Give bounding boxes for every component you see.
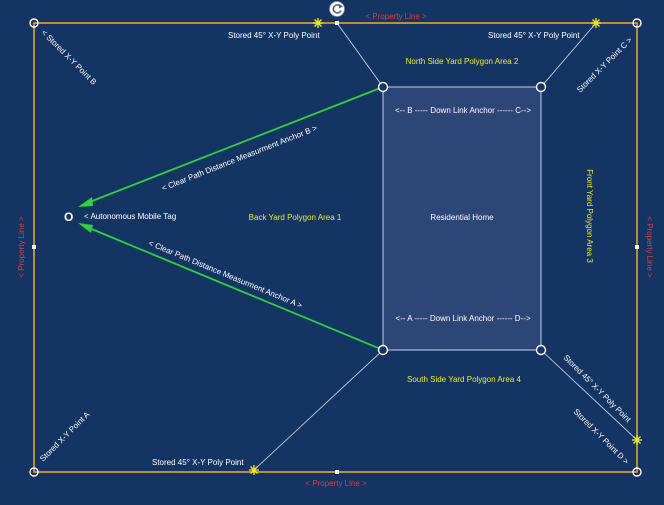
corner-marker-b[interactable] — [29, 18, 39, 28]
north-west-poly-edge — [336, 22, 384, 88]
south-east-poly-edge — [540, 349, 638, 441]
property-line-label-right: < Property Line > — [645, 216, 654, 278]
property-line-label-bottom: < Property Line > — [305, 479, 367, 488]
anchor-marker-d[interactable] — [535, 344, 547, 356]
bottom-edge-handle[interactable] — [335, 470, 339, 474]
rotate-icon[interactable] — [329, 1, 345, 17]
anchor-marker-b[interactable] — [377, 81, 389, 93]
property-line-label-left: < Property Line > — [17, 216, 26, 278]
arrowhead-b — [78, 197, 93, 207]
south-west-poly-edge — [253, 349, 384, 471]
stored-poly-label-top-right: Stored 45° X-Y Poly Point — [488, 31, 580, 40]
back-area-label: Back Yard Polygon Area 1 — [249, 213, 342, 222]
down-link-label-top: <-- B ----- Down Link Anchor ------ C--> — [395, 106, 531, 115]
mobile-tag-label: < Autonomous Mobile Tag — [84, 212, 176, 221]
residential-home-label: Residential Home — [430, 213, 494, 222]
corner-marker-d[interactable] — [632, 467, 642, 477]
clear-path-line-b — [81, 86, 384, 206]
stored-poly-label-top-left: Stored 45° X-Y Poly Point — [228, 31, 320, 40]
asterisk-icon[interactable] — [313, 18, 323, 28]
front-area-label: Front Yard Polygon Area 3 — [585, 169, 594, 263]
anchor-marker-a[interactable] — [377, 344, 389, 356]
mobile-tag-symbol[interactable]: O — [64, 210, 73, 224]
down-link-label-bottom: <-- A ----- Down Link Anchor ------ D--> — [395, 314, 530, 323]
left-edge-handle[interactable] — [32, 245, 36, 249]
arrowhead-a — [78, 223, 93, 233]
property-line-label-top: < Property Line > — [365, 12, 427, 21]
asterisk-icon[interactable] — [591, 18, 601, 28]
residential-home-outline — [382, 86, 542, 351]
stored-poly-label-bottom-left: Stored 45° X-Y Poly Point — [152, 458, 244, 467]
corner-marker-a[interactable] — [29, 467, 39, 477]
north-area-label: North Side Yard Polygon Area 2 — [406, 57, 519, 66]
corner-marker-c[interactable] — [632, 18, 642, 28]
asterisk-icon[interactable] — [249, 465, 259, 475]
top-edge-handle[interactable] — [335, 21, 339, 25]
north-east-poly-edge — [540, 22, 597, 88]
clear-path-line-a — [81, 224, 384, 351]
anchor-marker-c[interactable] — [535, 81, 547, 93]
right-edge-handle[interactable] — [635, 245, 639, 249]
south-area-label: South Side Yard Polygon Area 4 — [407, 375, 522, 384]
asterisk-icon[interactable] — [632, 435, 642, 445]
